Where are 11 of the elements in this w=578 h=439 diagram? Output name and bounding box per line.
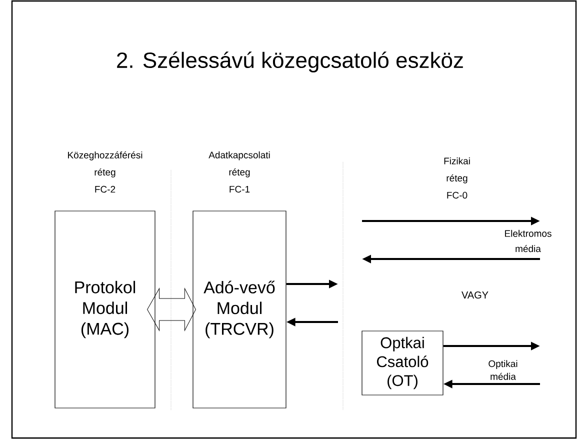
slide-title: 2. Szélessávú közegcsatoló eszköz bbox=[117, 52, 463, 72]
module-box: Protokol Modul (MAC) bbox=[54, 210, 156, 408]
layer-label: Adatkapcsolati réteg FC-1 bbox=[208, 151, 270, 193]
layer-label: Elektromos média bbox=[505, 230, 552, 252]
module-box: Optkai Csatoló (OT) bbox=[362, 330, 444, 396]
layer-label: Fizikai réteg FC-0 bbox=[444, 157, 470, 199]
layer-label: VAGY bbox=[462, 291, 488, 299]
double-arrow bbox=[147, 288, 196, 331]
layer-label: Közeghozzáférési réteg FC-2 bbox=[68, 151, 142, 193]
module-box: Adó-vevő Modul (TRCVR) bbox=[192, 210, 286, 408]
layer-label: Optikai média bbox=[488, 360, 518, 380]
